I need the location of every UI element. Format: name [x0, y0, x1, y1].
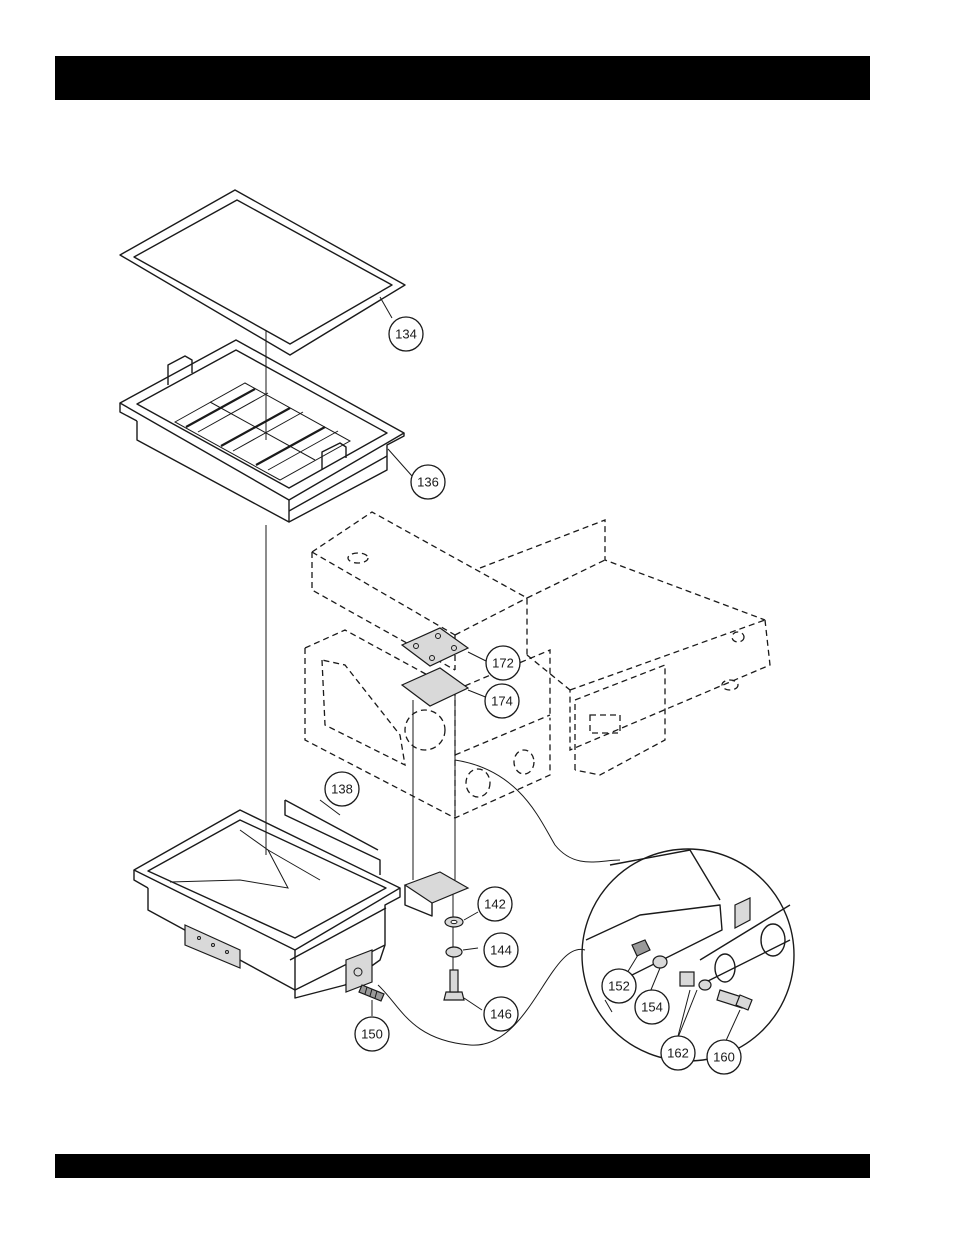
cover-lid-part [120, 190, 405, 355]
callout-152-label: 152 [608, 979, 630, 994]
callout-174-label: 174 [491, 694, 513, 709]
mounting-plate-172 [402, 628, 488, 666]
callout-146-label: 146 [490, 1007, 512, 1022]
callout-154-label: 154 [641, 1000, 663, 1015]
callout-142: 142 [478, 887, 512, 921]
callout-146: 146 [484, 997, 518, 1031]
callout-136: 136 [411, 465, 445, 499]
hopper-part [134, 800, 468, 998]
callout-160: 160 [707, 1040, 741, 1074]
callout-136-label: 136 [417, 475, 439, 490]
callout-144-label: 144 [490, 943, 512, 958]
screw-150 [359, 985, 384, 1016]
machine-frame-phantom [305, 512, 770, 818]
callout-152: 152 [602, 969, 636, 1003]
lock-washer-144 [446, 947, 478, 957]
callout-134: 134 [389, 317, 423, 351]
callout-172: 172 [486, 646, 520, 680]
callout-144: 144 [484, 933, 518, 967]
callout-154: 154 [635, 990, 669, 1024]
callout-142-label: 142 [484, 897, 506, 912]
callout-150-label: 150 [361, 1027, 383, 1042]
callout-172-label: 172 [492, 656, 514, 671]
callout-150: 150 [355, 1017, 389, 1051]
footer-bar [55, 1154, 870, 1178]
bolt-146 [444, 970, 482, 1010]
callout-134-label: 134 [395, 327, 417, 342]
callout-162-label: 162 [667, 1046, 689, 1061]
callout-174: 174 [485, 684, 519, 718]
washer-142 [445, 912, 478, 927]
callout-138: 138 [325, 772, 359, 806]
callout-162: 162 [661, 1036, 695, 1070]
detail-view [378, 760, 794, 1061]
callout-138-label: 138 [331, 782, 353, 797]
mounting-plate-174 [402, 668, 488, 706]
callout-160-label: 160 [713, 1050, 735, 1065]
